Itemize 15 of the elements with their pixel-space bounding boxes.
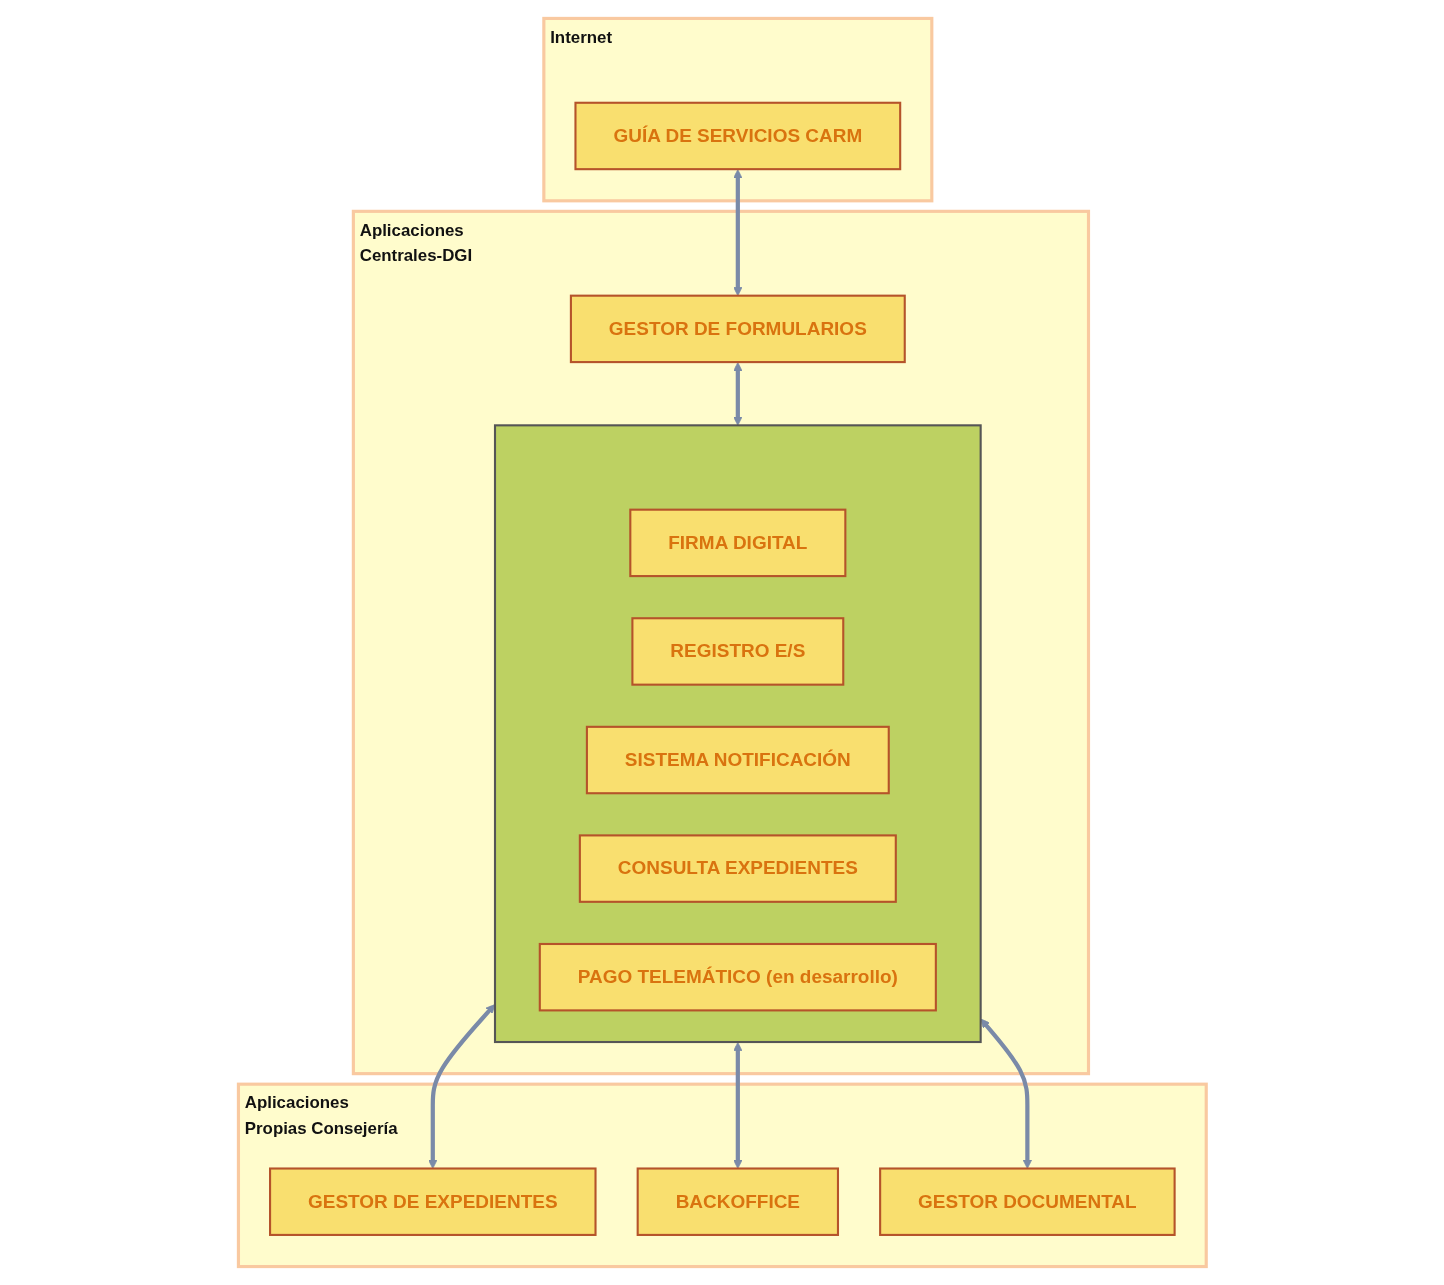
node-box: GESTOR DOCUMENTAL xyxy=(878,1167,1176,1236)
node-box: GUÍA DE SERVICIOS CARM xyxy=(574,101,901,171)
node-box: GESTOR DE EXPEDIENTES xyxy=(268,1167,597,1236)
node-box: GESTOR DE FORMULARIOS xyxy=(569,294,906,364)
arrow xyxy=(980,1018,1032,1169)
node-box: SISTEMA NOTIFICACIÓN xyxy=(585,725,890,795)
node-box: BACKOFFICE xyxy=(636,1167,839,1236)
arrow xyxy=(732,1042,743,1169)
node-box: FIRMA DIGITAL xyxy=(628,508,847,578)
arrow xyxy=(732,362,743,426)
node-box: CONSULTA EXPEDIENTES xyxy=(578,834,897,903)
cluster xyxy=(493,424,982,1044)
node-box: PAGO TELEMÁTICO (en desarrollo) xyxy=(538,942,937,1012)
node-box: REGISTRO E/S xyxy=(631,617,844,686)
arrow xyxy=(427,1004,495,1169)
